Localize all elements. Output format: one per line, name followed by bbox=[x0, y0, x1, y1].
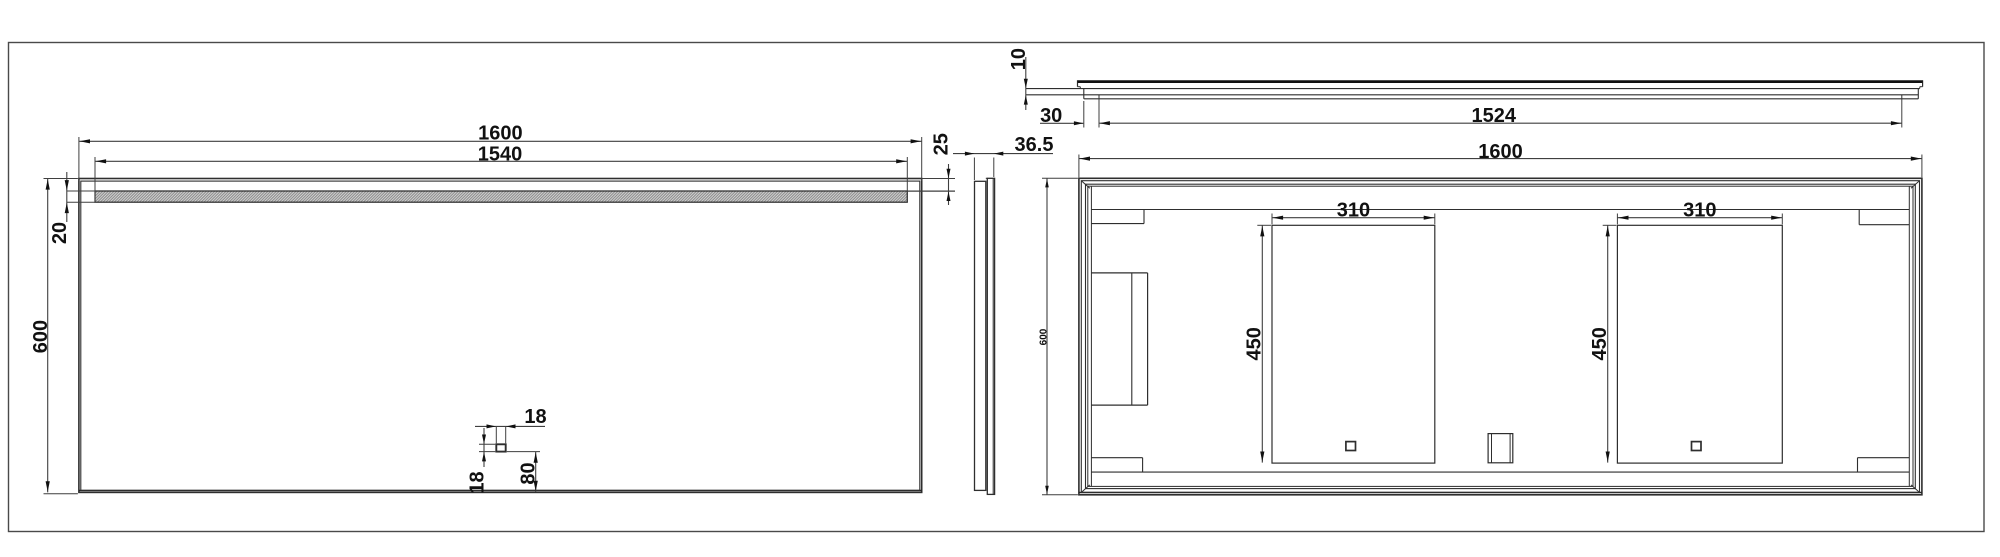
svg-text:600: 600 bbox=[1039, 328, 1050, 345]
svg-text:600: 600 bbox=[30, 320, 52, 353]
svg-text:18: 18 bbox=[524, 406, 546, 428]
svg-text:1600: 1600 bbox=[478, 123, 523, 145]
svg-text:1600: 1600 bbox=[1478, 141, 1523, 163]
svg-text:1540: 1540 bbox=[478, 143, 523, 165]
svg-text:18: 18 bbox=[466, 471, 488, 493]
svg-text:310: 310 bbox=[1337, 199, 1370, 221]
svg-text:25: 25 bbox=[931, 133, 953, 155]
svg-text:20: 20 bbox=[49, 222, 71, 244]
svg-text:80: 80 bbox=[518, 462, 540, 484]
svg-text:1524: 1524 bbox=[1472, 105, 1517, 127]
svg-text:10: 10 bbox=[1008, 48, 1030, 70]
svg-text:310: 310 bbox=[1683, 199, 1716, 221]
svg-text:450: 450 bbox=[1589, 327, 1611, 360]
svg-text:450: 450 bbox=[1244, 327, 1266, 360]
svg-text:30: 30 bbox=[1040, 105, 1062, 127]
svg-text:36.5: 36.5 bbox=[1015, 134, 1054, 156]
